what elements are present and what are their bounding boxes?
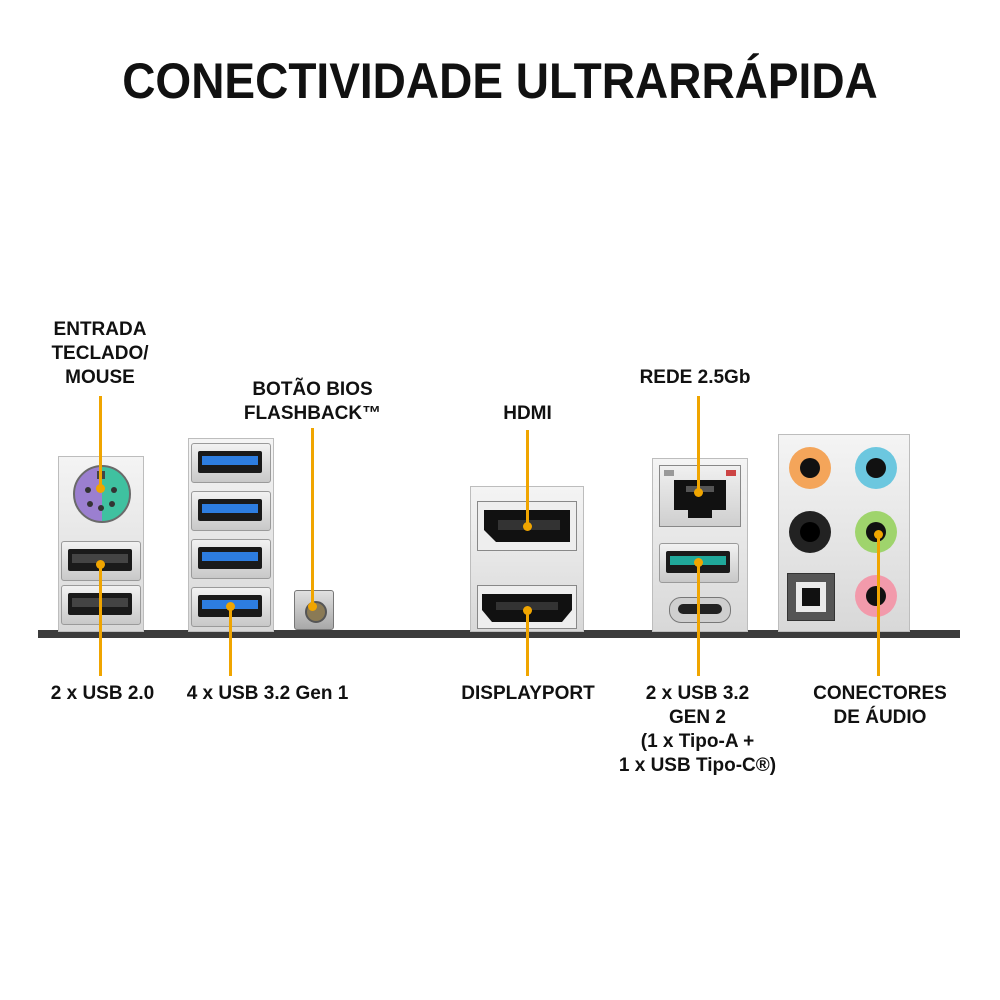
lan-usb32-gen2-stack	[652, 458, 748, 632]
leader-dot-audio	[874, 530, 883, 539]
label-bios-flashback: BOTÃO BIOS FLASHBACK™	[243, 379, 382, 424]
leader-usb32-gen2	[697, 562, 700, 676]
leader-usb20	[99, 564, 102, 676]
label-usb32-gen1: 4 x USB 3.2 Gen 1	[186, 683, 349, 704]
usb32-gen1-port-4[interactable]	[191, 587, 271, 627]
label-ps2: ENTRADA TECLADO/ MOUSE	[51, 319, 149, 388]
ps2-port-icon[interactable]	[73, 465, 131, 523]
leader-dot-lan	[694, 488, 703, 497]
io-shield-base	[38, 630, 960, 638]
usb-c-port-icon[interactable]	[669, 597, 731, 623]
leader-ps2	[99, 396, 102, 488]
leader-bios	[311, 428, 314, 606]
leader-hdmi	[526, 430, 529, 526]
audio-jack-icon-orange[interactable]	[789, 447, 831, 489]
label-usb32-gen2: 2 x USB 3.2 GEN 2 (1 x Tipo-A + 1 x USB …	[618, 683, 777, 776]
audio-stack	[778, 434, 910, 632]
audio-jack-icon-blue[interactable]	[855, 447, 897, 489]
leader-dot-usb20	[96, 560, 105, 569]
label-audio: CONECTORES DE ÁUDIO	[813, 683, 947, 728]
leader-lan	[697, 396, 700, 492]
leader-dot-displayport	[523, 606, 532, 615]
usb32-gen1-port-2[interactable]	[191, 491, 271, 531]
leader-usb32-gen1	[229, 606, 232, 676]
label-displayport: DISPLAYPORT	[461, 683, 595, 704]
audio-jack-icon-black[interactable]	[789, 511, 831, 553]
label-hdmi: HDMI	[503, 403, 552, 424]
page-title: CONECTIVIDADE ULTRARRÁPIDA	[122, 53, 878, 109]
usb32-gen1-stack	[188, 438, 274, 632]
leader-dot-ps2	[96, 484, 105, 493]
leader-dot-usb32-gen2	[694, 558, 703, 567]
leader-dot-hdmi	[523, 522, 532, 531]
leader-dot-bios	[308, 602, 317, 611]
label-lan: REDE 2.5Gb	[639, 367, 751, 388]
label-usb20: 2 x USB 2.0	[50, 683, 155, 704]
leader-displayport	[526, 610, 529, 676]
usb32-gen1-port-3[interactable]	[191, 539, 271, 579]
leader-dot-usb32-gen1	[226, 602, 235, 611]
optical-spdif-icon[interactable]	[787, 573, 835, 621]
audio-jack-icon-pink[interactable]	[855, 575, 897, 617]
usb32-gen1-port-1[interactable]	[191, 443, 271, 483]
leader-audio	[877, 534, 880, 676]
